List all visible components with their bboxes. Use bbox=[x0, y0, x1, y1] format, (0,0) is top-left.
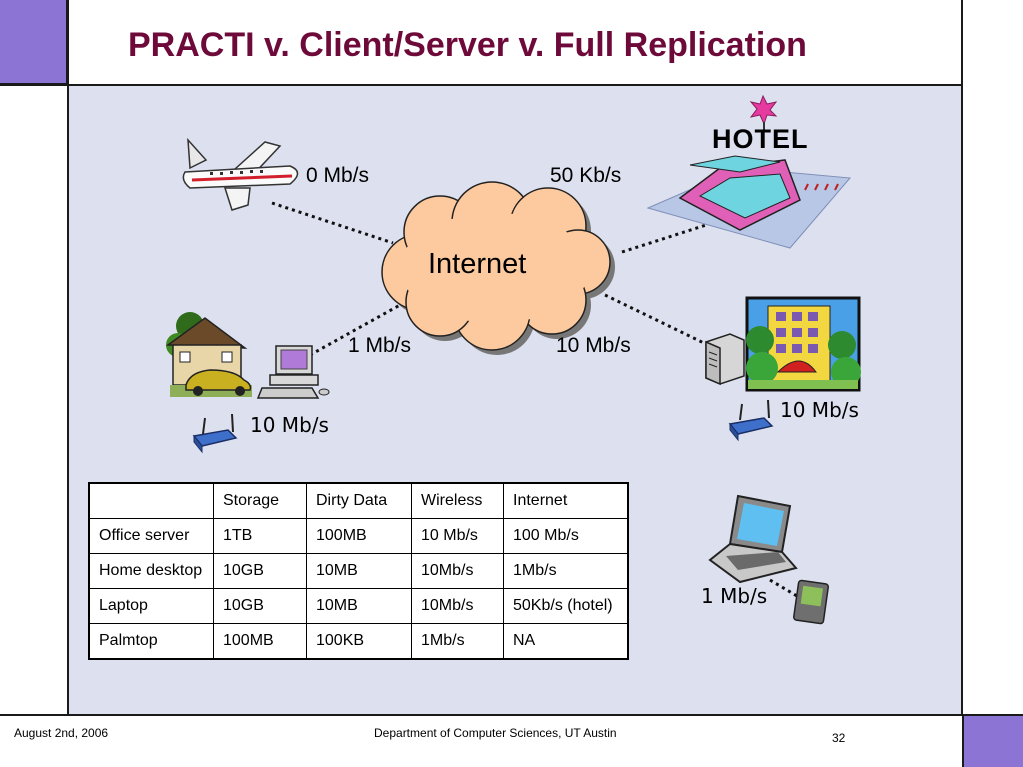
table-cell: 100 Mb/s bbox=[503, 518, 629, 554]
airplane-link-label: 0 Mb/s bbox=[306, 164, 370, 187]
table-header-cell: Wireless bbox=[411, 482, 504, 519]
table-row: Home desktop 10GB 10MB 10Mb/s 1Mb/s bbox=[88, 553, 629, 589]
slide-title: PRACTI v. Client/Server v. Full Replicat… bbox=[128, 26, 807, 64]
link-home bbox=[309, 303, 401, 357]
table-cell: 1TB bbox=[213, 518, 307, 554]
hotel-sign: HOTEL bbox=[712, 124, 809, 154]
server-icon bbox=[705, 333, 745, 386]
table-cell: 10GB bbox=[213, 553, 307, 589]
home-wireless-label: 10 Mb/s bbox=[250, 413, 329, 437]
link-airplane bbox=[271, 201, 394, 245]
table-row: Palmtop 100MB 100KB 1Mb/s NA bbox=[88, 623, 629, 660]
hotel-link-label: 50 Kb/s bbox=[550, 164, 622, 187]
footer-department: Department of Computer Sciences, UT Aust… bbox=[374, 726, 617, 740]
home-link-label: 1 Mb/s bbox=[348, 334, 412, 357]
table-cell: Office server bbox=[88, 518, 214, 554]
table-cell: 10MB bbox=[306, 588, 412, 624]
table-header-cell: Storage bbox=[213, 482, 307, 519]
palmtop-link-label: 1 Mb/s bbox=[701, 584, 768, 608]
device-spec-table: Storage Dirty Data Wireless Internet Off… bbox=[88, 482, 629, 660]
table-header-cell: Dirty Data bbox=[306, 482, 412, 519]
table-cell: 100KB bbox=[306, 623, 412, 660]
hotel-icon bbox=[646, 94, 852, 249]
table-cell: 10Mb/s bbox=[411, 588, 504, 624]
table-header-cell: Internet bbox=[503, 482, 629, 519]
desktop-computer-icon bbox=[256, 345, 330, 399]
footer-divider bbox=[0, 714, 963, 716]
table-header-cell bbox=[88, 482, 214, 519]
table-cell: 1Mb/s bbox=[503, 553, 629, 589]
corner-square-bottom-right bbox=[962, 714, 1023, 767]
table-cell: NA bbox=[503, 623, 629, 660]
right-border bbox=[961, 0, 963, 716]
title-divider bbox=[0, 84, 963, 86]
internet-cloud-icon bbox=[381, 181, 615, 355]
table-cell: 100MB bbox=[213, 623, 307, 660]
office-link-label: 10 Mb/s bbox=[556, 334, 631, 357]
palmtop-icon bbox=[793, 579, 829, 625]
table-cell: 100MB bbox=[306, 518, 412, 554]
office-wireless-label: 10 Mb/s bbox=[780, 398, 859, 422]
footer-date: August 2nd, 2006 bbox=[14, 726, 109, 740]
table-cell: 10GB bbox=[213, 588, 307, 624]
table-cell: 10MB bbox=[306, 553, 412, 589]
laptop-icon bbox=[708, 494, 798, 584]
table-cell: 10 Mb/s bbox=[411, 518, 504, 554]
table-cell: 1Mb/s bbox=[411, 623, 504, 660]
table-cell: Laptop bbox=[88, 588, 214, 624]
wireless-router-icon bbox=[192, 413, 238, 454]
link-office bbox=[604, 293, 709, 347]
airplane-icon bbox=[182, 137, 299, 211]
link-palmtop bbox=[769, 578, 798, 598]
table-row: Laptop 10GB 10MB 10Mb/s 50Kb/s (hotel) bbox=[88, 588, 629, 624]
table-header-row: Storage Dirty Data Wireless Internet bbox=[88, 482, 629, 519]
left-border bbox=[67, 0, 69, 716]
office-wireless-router-icon bbox=[728, 399, 774, 442]
table-cell: Palmtop bbox=[88, 623, 214, 660]
table-row: Office server 1TB 100MB 10 Mb/s 100 Mb/s bbox=[88, 518, 629, 554]
office-building-icon bbox=[745, 296, 861, 392]
internet-label: Internet bbox=[428, 248, 527, 280]
house-icon bbox=[165, 312, 252, 397]
table-cell: 10Mb/s bbox=[411, 553, 504, 589]
page-number: 32 bbox=[832, 731, 846, 745]
table-cell: 50Kb/s (hotel) bbox=[503, 588, 629, 624]
table-cell: Home desktop bbox=[88, 553, 214, 589]
